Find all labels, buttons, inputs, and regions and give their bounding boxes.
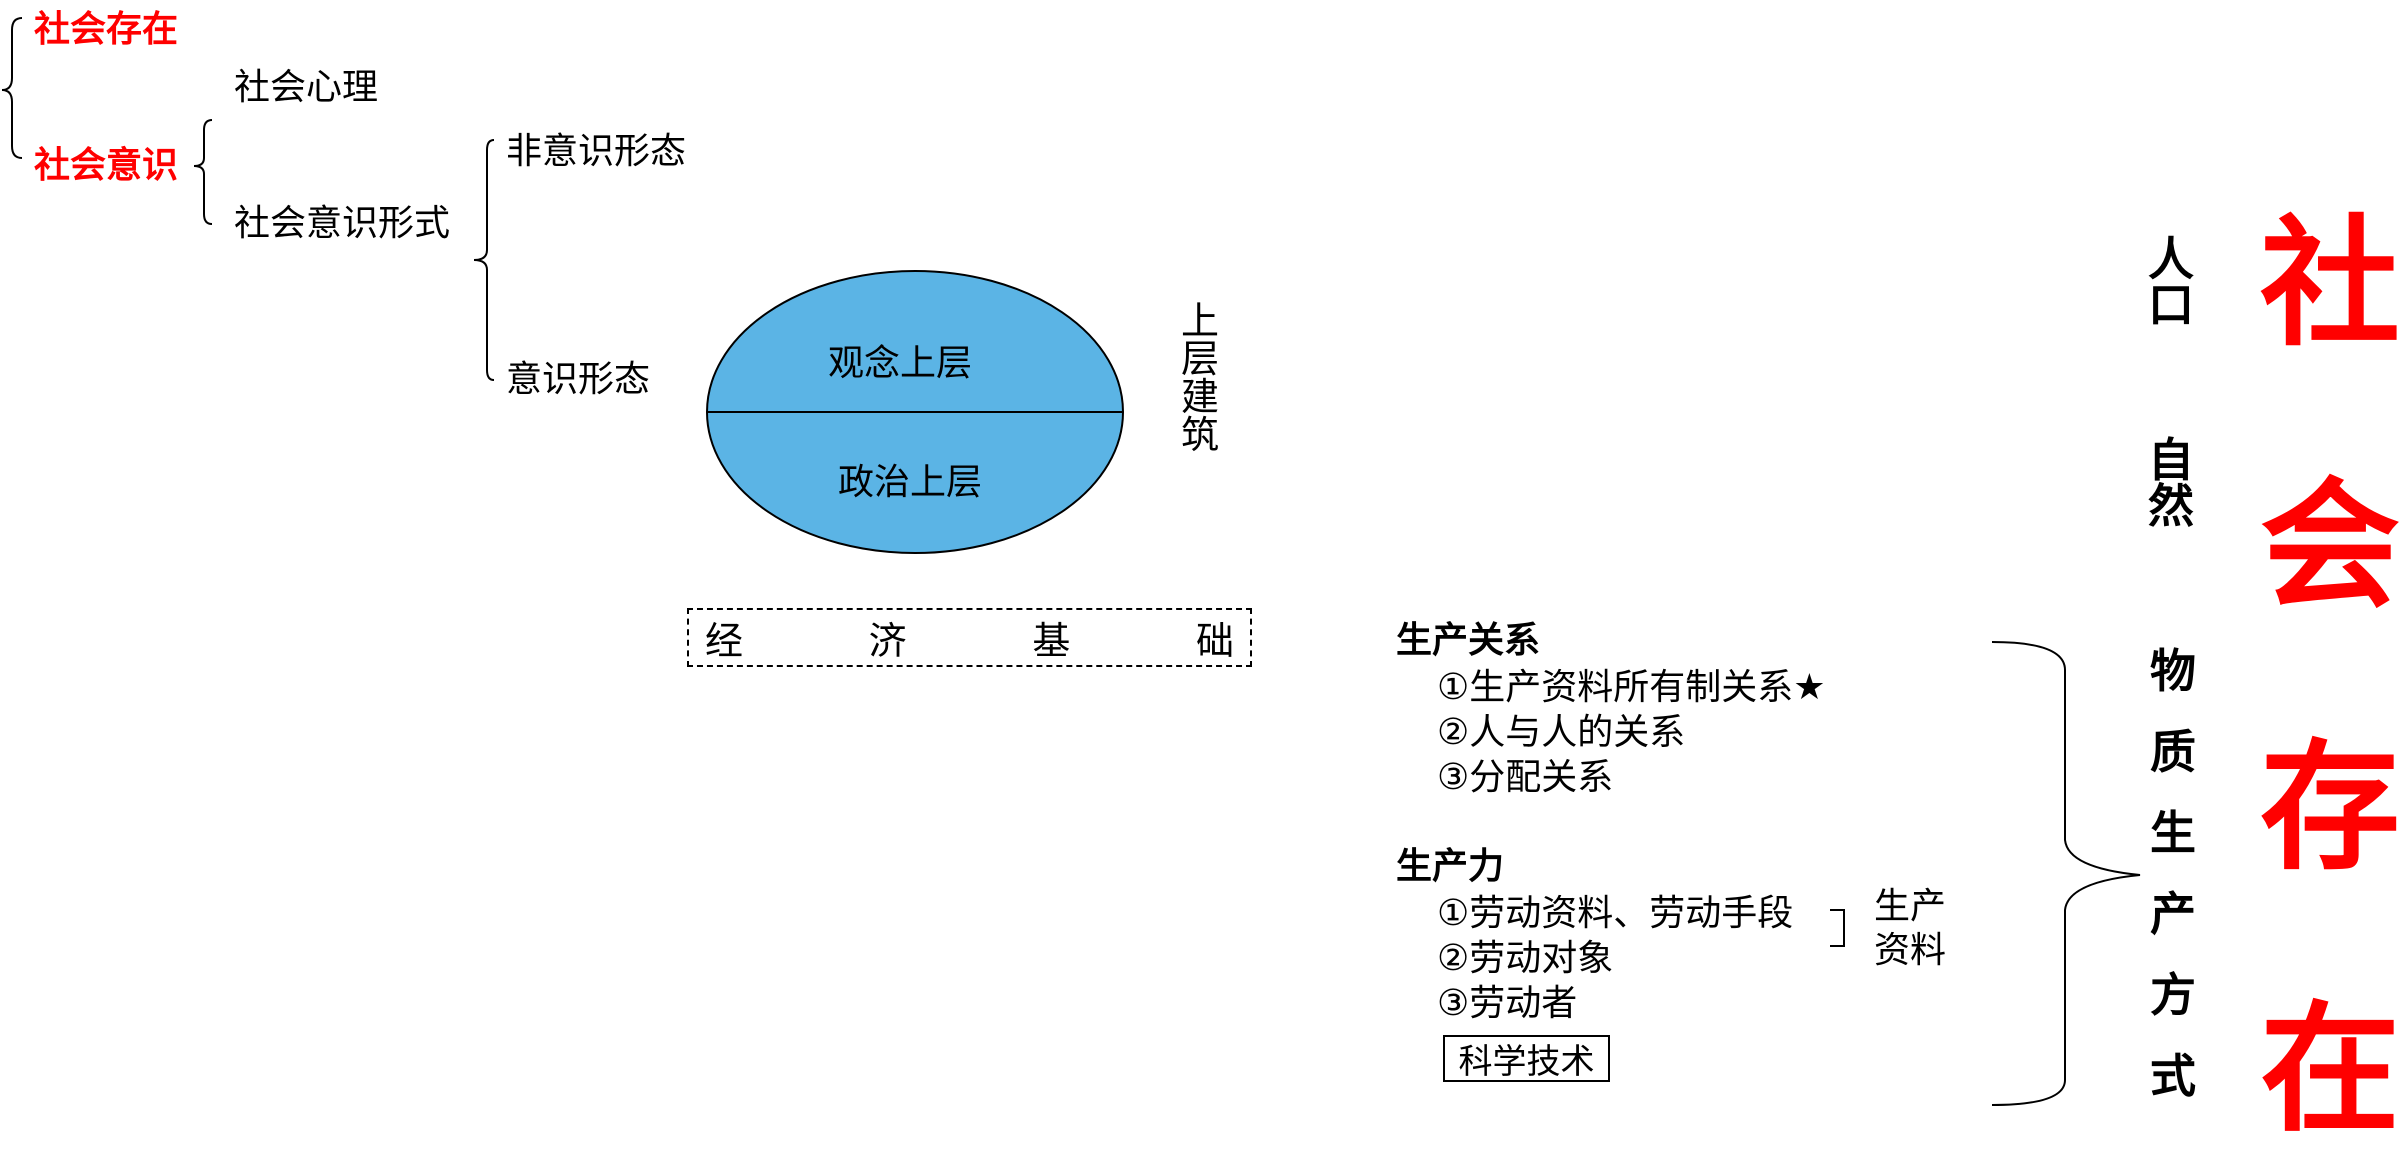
title-char: 在 xyxy=(2260,989,2401,1152)
ideological-superstructure-label: 观念上层 xyxy=(828,343,973,384)
science-technology-box: 科学技术 xyxy=(1443,1035,1610,1082)
political-superstructure-label: 政治上层 xyxy=(838,462,983,503)
economic-basis-char: 经 xyxy=(705,619,744,663)
superstructure-vertical: 上 层 建 筑 xyxy=(1181,302,1219,454)
consciousness-bracket xyxy=(193,119,213,225)
social-consciousness-label: 社会意识 xyxy=(34,145,179,186)
social-existence-title: 社 会 存 在 xyxy=(2260,215,2400,1141)
ideology-label: 意识形态 xyxy=(506,359,651,400)
population-char: 人 xyxy=(2148,232,2194,286)
superstructure-char: 筑 xyxy=(1181,413,1220,457)
title-char: 会 xyxy=(2260,465,2401,628)
title-char: 存 xyxy=(2260,727,2401,890)
social-consciousness-form-label: 社会意识形式 xyxy=(234,203,451,244)
production-relations-item: ①生产资料所有制关系★ xyxy=(1437,667,1826,708)
productive-forces-title: 生产力 xyxy=(1396,846,1505,887)
mode-char: 生 xyxy=(2150,806,2196,860)
mode-char: 物 xyxy=(2150,644,2196,698)
economic-basis-char: 济 xyxy=(868,619,907,663)
social-psychology-label: 社会心理 xyxy=(234,67,379,108)
nature-char: 自 xyxy=(2148,433,2194,487)
mode-char: 产 xyxy=(2150,887,2196,941)
mode-char: 式 xyxy=(2150,1049,2196,1103)
connector-lines xyxy=(1,17,2141,1106)
productive-forces-item: ②劳动对象 xyxy=(1437,938,1614,979)
means-of-production-label: 生产 资料 xyxy=(1874,886,1947,971)
means-bracket xyxy=(1830,909,1845,947)
mode-brace xyxy=(1991,641,2141,1106)
mode-char: 质 xyxy=(2150,725,2196,779)
title-char: 社 xyxy=(2260,203,2401,366)
production-relations-item: ③分配关系 xyxy=(1437,757,1614,798)
economic-basis-char: 基 xyxy=(1032,619,1071,663)
nature-vertical: 自 然 xyxy=(2148,437,2194,529)
mode-char: 方 xyxy=(2150,968,2196,1022)
productive-forces-item: ③劳动者 xyxy=(1437,983,1578,1024)
production-relations-title: 生产关系 xyxy=(1396,620,1541,661)
superstructure-char: 层 xyxy=(1181,337,1220,381)
mode-of-production-vertical: 物 质 生 产 方 式 xyxy=(2150,648,2196,1099)
superstructure-char: 建 xyxy=(1181,375,1220,419)
population-char: 口 xyxy=(2148,278,2194,332)
population-vertical: 人 口 xyxy=(2148,236,2194,328)
non-ideology-label: 非意识形态 xyxy=(506,131,687,172)
economic-basis-char: 础 xyxy=(1195,619,1234,663)
superstructure-char: 上 xyxy=(1181,299,1220,343)
social-existence-label: 社会存在 xyxy=(34,9,179,50)
nature-char: 然 xyxy=(2148,479,2194,533)
form-bracket xyxy=(473,139,495,381)
economic-basis-box: 经 济 基 础 xyxy=(687,608,1252,667)
productive-forces-item: ①劳动资料、劳动手段 xyxy=(1437,893,1794,934)
root-bracket xyxy=(1,17,23,159)
production-relations-item: ②人与人的关系 xyxy=(1437,712,1686,753)
